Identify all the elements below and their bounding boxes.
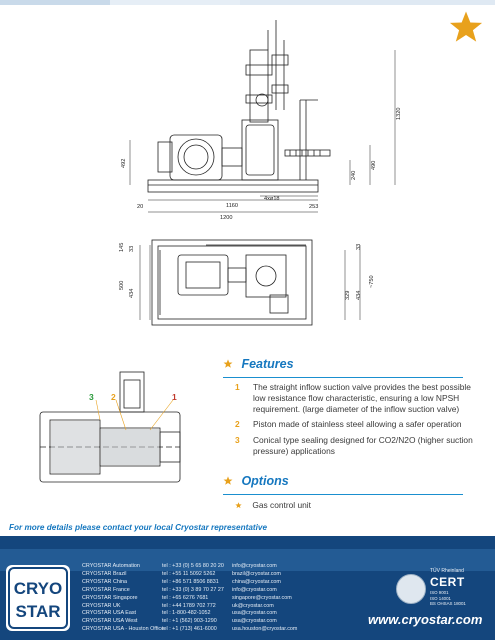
contact-email[interactable]: singapore@cryostar.com bbox=[232, 594, 292, 601]
contact-email[interactable]: china@cryostar.com bbox=[232, 578, 281, 585]
feature-text: Conical type sealing designed for CO2/N2… bbox=[253, 435, 473, 456]
star-icon bbox=[223, 476, 233, 485]
callout-3: 3 bbox=[89, 392, 94, 402]
star-icon bbox=[223, 359, 233, 368]
feature-text: The straight inflow suction valve provid… bbox=[253, 382, 471, 414]
logo-line1: CRYO bbox=[14, 579, 63, 598]
cert-iso-list: ISO 9001 ISO 14001 BS OHSAS 18001 bbox=[430, 590, 466, 606]
dim-side-left: 492 bbox=[121, 159, 127, 168]
contact-email[interactable]: usa@cryostar.com bbox=[232, 618, 277, 625]
star-bullet-icon bbox=[235, 502, 242, 509]
dim-top-width: 500 bbox=[119, 281, 125, 290]
contact-email[interactable]: info@cryostar.com bbox=[232, 563, 277, 569]
dim-overall-length: 1200 bbox=[220, 215, 232, 221]
feature-item: 1 The straight inflow suction valve prov… bbox=[235, 382, 473, 414]
brand-star-icon bbox=[449, 11, 483, 42]
dim-top-inner: 434 bbox=[129, 289, 135, 298]
features-heading: Features bbox=[223, 355, 463, 378]
feature-item: 2 Piston made of stainless steel allowin… bbox=[235, 419, 473, 430]
dim-top-right-a: 33 bbox=[356, 244, 362, 250]
feature-item: 3 Conical type sealing designed for CO2/… bbox=[235, 435, 473, 457]
cert-tuev: TÜV Rheinland bbox=[430, 568, 464, 574]
callout-1: 1 bbox=[172, 392, 177, 402]
dim-side-right: 490 bbox=[371, 161, 377, 170]
features-title: Features bbox=[241, 356, 294, 371]
contact-email[interactable]: usa.houston@cryostar.com bbox=[232, 626, 298, 633]
feature-number: 3 bbox=[235, 435, 240, 446]
contact-email[interactable]: info@cryostar.com bbox=[232, 586, 277, 593]
features-list: 1 The straight inflow suction valve prov… bbox=[235, 382, 473, 462]
contact-representative-line: For more details please contact your loc… bbox=[9, 523, 268, 532]
tuev-seal-icon bbox=[396, 574, 426, 604]
callout-2: 2 bbox=[111, 392, 116, 402]
cryostar-logo: CRYO STAR bbox=[6, 565, 70, 631]
dim-top-right-total: ~750 bbox=[369, 275, 375, 288]
dim-side-total: 1320 bbox=[396, 108, 402, 120]
dim-inner-length: 1160 bbox=[226, 203, 238, 209]
dim-hole-offset: 253 bbox=[309, 204, 318, 210]
options-list: Gas control unit bbox=[235, 500, 311, 510]
feature-text: Piston made of stainless steel allowing … bbox=[253, 419, 462, 430]
dim-base-offset: 20 bbox=[137, 204, 143, 210]
contact-email[interactable]: usa@cryostar.com bbox=[232, 610, 277, 617]
logo-line2: STAR bbox=[15, 602, 60, 621]
options-heading: Options bbox=[223, 472, 463, 495]
dim-side-small: 240 bbox=[351, 171, 357, 180]
certification-badge: TÜV Rheinland CERT ISO 9001 ISO 14001 BS… bbox=[396, 566, 488, 606]
option-item: Gas control unit bbox=[252, 500, 311, 510]
contact-email[interactable]: uk@cryostar.com bbox=[232, 602, 274, 609]
feature-number: 1 bbox=[235, 382, 240, 392]
dim-top-left-a: 145 bbox=[119, 243, 125, 252]
cert-title: CERT bbox=[430, 575, 465, 589]
website-link[interactable]: www.cryostar.com bbox=[368, 612, 483, 627]
dim-top-right-c: 434 bbox=[356, 291, 362, 300]
dim-top-right-b: 329 bbox=[345, 291, 351, 300]
dim-hole-spec: 4xø18 bbox=[264, 196, 280, 202]
dim-top-left-b: 33 bbox=[129, 246, 135, 252]
options-title: Options bbox=[241, 473, 289, 488]
feature-number: 2 bbox=[235, 419, 240, 430]
contact-email[interactable]: brazil@cryostar.com bbox=[232, 570, 281, 577]
top-color-bar bbox=[0, 0, 495, 5]
